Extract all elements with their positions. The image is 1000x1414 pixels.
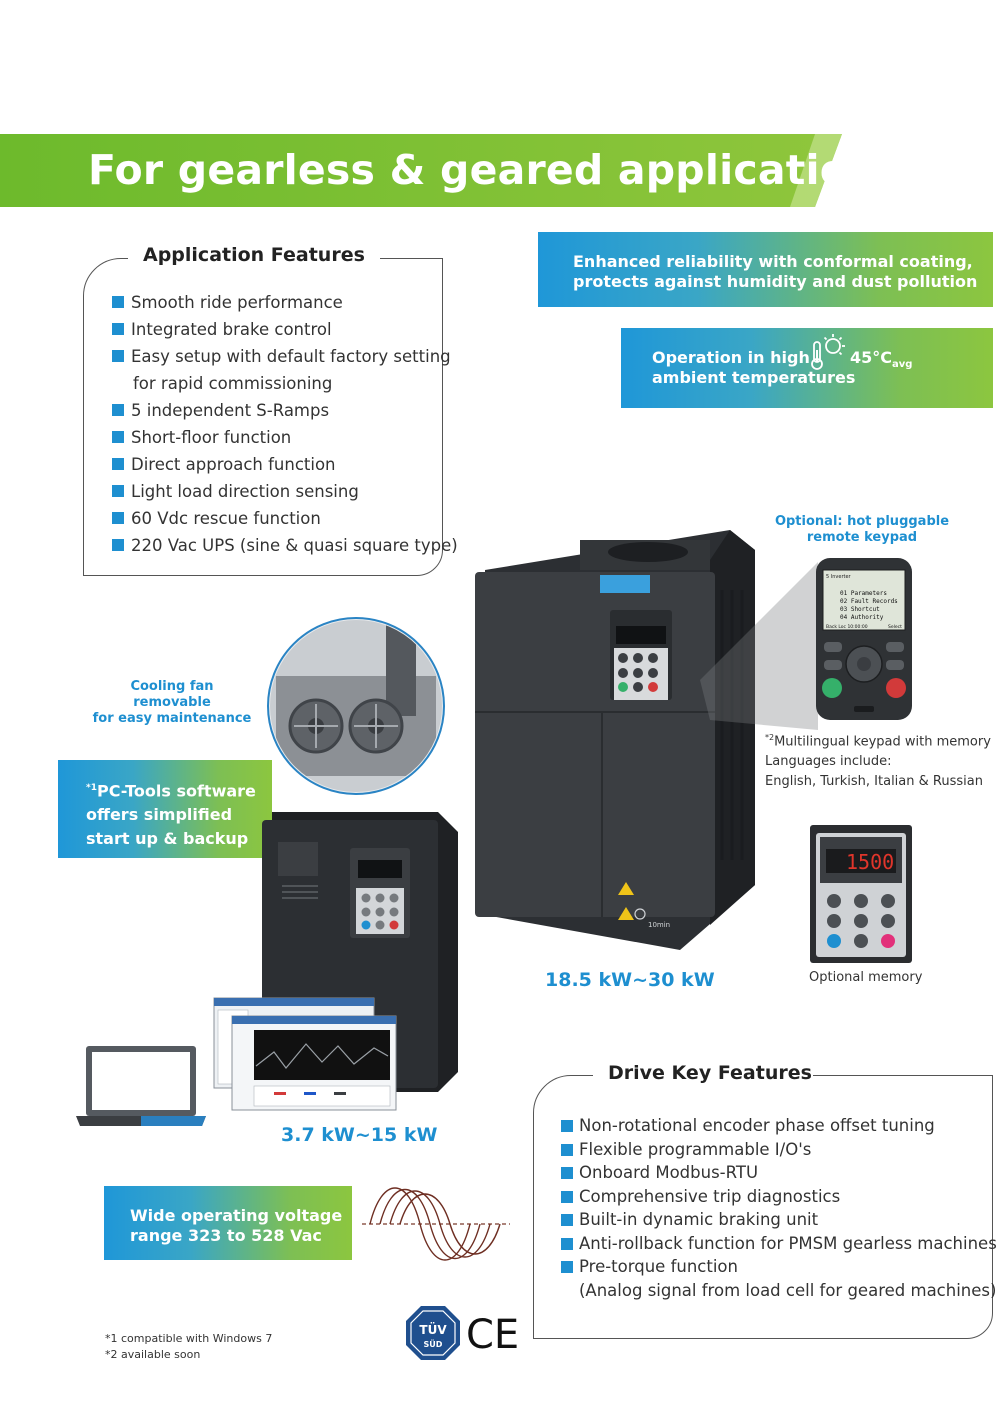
remote-keypad-image: 5 Inverter 01 Parameters 02 Fault Record… (816, 558, 912, 720)
bullet-square-icon (112, 485, 124, 497)
drive-features-list: Non-rotational encoder phase offset tuni… (561, 1114, 997, 1302)
bullet-square-icon (112, 404, 124, 416)
footnotes: *1 compatible with Windows 7 *2 availabl… (105, 1332, 273, 1361)
application-features-title: Application Features (143, 244, 365, 266)
list-item: Anti-rollback function for PMSM gearless… (561, 1232, 997, 1256)
list-item-continuation: (Analog signal from load cell for geared… (579, 1280, 997, 1300)
bullet-square-icon (561, 1237, 573, 1250)
list-item: 60 Vdc rescue function (112, 505, 442, 532)
bullet-square-icon (112, 512, 124, 524)
bullet-square-icon (561, 1167, 573, 1179)
keypad-menu-item: 04 Authority (840, 614, 884, 621)
bullet-square-icon (112, 539, 124, 551)
list-item: Built-in dynamic braking unit (561, 1208, 991, 1232)
list-item: Short-floor function (112, 424, 442, 451)
list-item: 220 Vac UPS (sine & quasi square type) (112, 532, 458, 559)
bullet-square-icon (112, 296, 124, 308)
drive-features-title: Drive Key Features (608, 1062, 812, 1084)
list-item: Flexible programmable I/O's (561, 1138, 991, 1162)
bullet-square-icon (112, 431, 124, 443)
laptop-icon (76, 1046, 206, 1126)
bullet-square-icon (561, 1261, 573, 1273)
list-item: Integrated brake control (112, 316, 442, 343)
keypad-menu-item: 01 Parameters (840, 590, 887, 597)
keypad-menu-item: 03 Shortcut (840, 606, 880, 613)
range-small-label: 3.7 kW~15 kW (281, 1124, 438, 1146)
bullet-square-icon (561, 1143, 573, 1156)
sine-wave-icon (362, 1187, 510, 1261)
large-drive-image: 10min (475, 530, 755, 950)
tuv-sud-logo: TÜV SÜD (406, 1306, 460, 1360)
reliability-callout (538, 232, 993, 307)
list-item: Comprehensive trip diagnostics (561, 1185, 991, 1209)
bullet-square-icon (112, 350, 124, 362)
list-item: Easy setup with default factory setting (112, 343, 451, 370)
drive-features-title-mask (593, 1062, 813, 1090)
temperature-callout-text: Operation in high ambient temperatures (652, 348, 856, 387)
memory-keypad-image: 1500 (810, 825, 912, 963)
list-item: Light load direction sensing (112, 478, 442, 505)
pc-tools-callout-text: *1PC-Tools software offers simplified st… (86, 781, 256, 849)
keypad-label: Optional: hot pluggable remote keypad (774, 514, 950, 545)
keypad-menu-item: 02 Fault Records (840, 598, 898, 605)
temperature-callout (621, 328, 993, 408)
list-item: Direct approach function (112, 451, 442, 478)
optional-memory-label: Optional memory (809, 970, 923, 985)
list-item: Non-rotational encoder phase offset tuni… (561, 1114, 991, 1138)
list-item-continuation: for rapid commissioning (133, 374, 333, 393)
application-features-title-mask (128, 244, 380, 272)
list-item: Smooth ride performance (112, 289, 442, 316)
voltage-callout (104, 1186, 352, 1260)
range-large-label: 18.5 kW~30 kW (545, 969, 715, 991)
cooling-fan-zoom-image (267, 617, 445, 795)
list-item: Onboard Modbus-RTU (561, 1161, 991, 1185)
bullet-square-icon (561, 1120, 573, 1132)
bullet-square-icon (561, 1214, 573, 1226)
keypad-screen-footer: Back Loc 10:00:00 (826, 624, 868, 630)
warning-timer-text: 10min (648, 921, 670, 929)
list-item: 5 independent S-Ramps (112, 397, 442, 424)
bullet-square-icon (112, 458, 124, 470)
keypad-projection-shadow (700, 562, 818, 730)
svg-text:SÜD: SÜD (424, 1339, 443, 1349)
header-banner (0, 134, 842, 207)
application-features-list: Smooth ride performance Integrated brake… (112, 289, 458, 559)
page-title: For gearless & geared applications (88, 146, 903, 194)
sun-thermometer-icon (811, 334, 845, 370)
reliability-callout-text: Enhanced reliability with conformal coat… (573, 252, 978, 291)
svg-text:CE: CE (466, 1312, 519, 1358)
voltage-callout-text: Wide operating voltage range 323 to 528 … (130, 1206, 343, 1245)
keypad-note: *2Multilingual keypad with memory Langua… (765, 733, 991, 790)
ce-mark-logo: CE (466, 1312, 519, 1358)
pc-tools-screenshots-image (213, 997, 397, 1111)
cooling-fan-label: Cooling fan removable for easy maintenan… (92, 679, 252, 726)
bullet-square-icon (112, 323, 124, 335)
keypad-screen-footer-right: Select (888, 624, 902, 630)
pc-tools-callout (58, 760, 272, 858)
bullet-square-icon (561, 1190, 573, 1203)
temperature-value: 45°Cavg (850, 348, 913, 371)
keypad-screen-header: 5 Inverter (826, 574, 852, 580)
svg-text:TÜV: TÜV (419, 1322, 447, 1337)
memory-display-value: 1500 (846, 850, 894, 874)
list-item: Pre-torque function (561, 1255, 991, 1279)
